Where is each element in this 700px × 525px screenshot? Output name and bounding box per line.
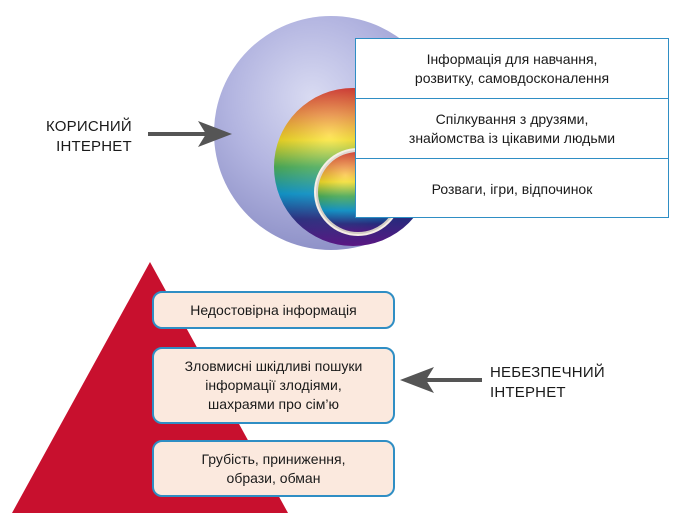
useful-items-box: Інформація для навчання, розвитку, самов… (355, 38, 669, 218)
item-line: шахраями про сім’ю (208, 396, 339, 412)
item-line: знайомства із цікавими людьми (408, 129, 616, 146)
item-line: інформації злодіями, (205, 377, 342, 393)
item-line: Недостовірна інформація (190, 301, 357, 318)
item-line: Інформація для навчання, (426, 50, 598, 67)
item-line: розвитку, самовдосконалення (414, 69, 610, 86)
danger-item-unreliable-info: Недостовірна інформація (152, 291, 395, 329)
label-line: КОРИСНИЙ (46, 118, 132, 135)
useful-item-education: Інформація для навчання, розвитку, самов… (356, 39, 668, 99)
label-line: ІНТЕРНЕТ (490, 384, 566, 401)
item-line: Грубість, приниження, (201, 450, 346, 467)
dangerous-internet-label: НЕБЕЗПЕЧНИЙ ІНТЕРНЕТ (490, 363, 605, 403)
useful-item-entertainment: Розваги, ігри, відпочинок (356, 159, 668, 219)
item-line: образи, обман (226, 469, 321, 486)
danger-item-malicious-search: Зловмисні шкідливі пошуки інформації зло… (152, 347, 395, 424)
label-line: ІНТЕРНЕТ (56, 138, 132, 155)
useful-internet-label: КОРИСНИЙ ІНТЕРНЕТ (46, 117, 132, 157)
useful-item-communication: Спілкування з друзями, знайомства із цік… (356, 99, 668, 159)
item-line: Зловмисні шкідливі пошуки (184, 358, 363, 374)
label-line: НЕБЕЗПЕЧНИЙ (490, 364, 605, 381)
danger-item-rudeness: Грубість, приниження, образи, обман (152, 440, 395, 497)
item-line: Спілкування з друзями, (435, 110, 589, 127)
item-line: Розваги, ігри, відпочинок (431, 180, 593, 197)
arrow-left-icon (400, 367, 482, 393)
arrow-right-icon (148, 121, 232, 147)
